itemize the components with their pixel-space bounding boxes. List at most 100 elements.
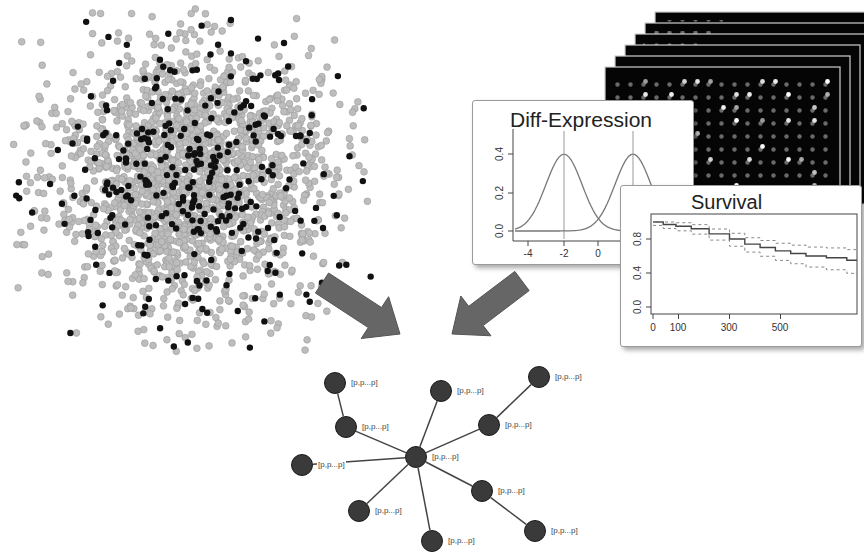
gene-dot: [41, 208, 48, 215]
hit-gene-dot: [166, 120, 172, 126]
gene-dot: [97, 313, 104, 320]
hit-gene-dot: [83, 195, 89, 201]
gene-dot: [104, 73, 111, 80]
hit-gene-dot: [189, 217, 195, 223]
gene-dot: [270, 185, 277, 192]
gene-dot: [115, 29, 122, 36]
gene-dot: [141, 275, 148, 282]
gene-dot: [280, 249, 287, 256]
gene-dot: [111, 96, 118, 103]
gene-dot: [282, 262, 289, 269]
hit-gene-dot: [226, 271, 232, 277]
gene-dot: [164, 314, 171, 321]
gene-dot: [181, 281, 188, 288]
gene-dot: [142, 61, 149, 68]
gene-dot: [63, 269, 70, 276]
gene-dot: [221, 73, 228, 80]
gene-dot: [294, 105, 301, 112]
hit-gene-dot: [160, 190, 166, 196]
gene-dot: [176, 239, 183, 246]
gene-dot: [298, 115, 305, 122]
gene-dot: [65, 278, 72, 285]
hit-gene-dot: [176, 201, 182, 207]
hit-gene-dot: [71, 193, 77, 199]
hit-gene-dot: [245, 178, 251, 184]
hit-gene-dot: [190, 179, 196, 185]
gene-dot: [180, 291, 187, 298]
gene-dot: [114, 281, 121, 288]
gene-dot: [114, 68, 121, 75]
gene-dot: [242, 77, 249, 84]
gene-dot: [295, 122, 302, 129]
hit-gene-dot: [67, 330, 73, 336]
gene-dot: [164, 106, 171, 113]
hit-gene-dot: [149, 100, 155, 106]
gene-dot: [299, 230, 306, 237]
gene-dot: [173, 259, 180, 266]
gene-dot: [75, 218, 82, 225]
hit-gene-dot: [191, 251, 197, 257]
gene-dot: [308, 122, 315, 129]
gene-dot: [133, 123, 140, 130]
gene-dot: [108, 232, 115, 239]
gene-dot: [330, 90, 337, 97]
gene-dot: [139, 188, 146, 195]
gene-dot: [130, 294, 137, 301]
gene-dot: [142, 93, 149, 100]
gene-dot: [174, 266, 181, 273]
gene-dot: [72, 86, 79, 93]
gene-dot: [177, 78, 184, 85]
gene-dot: [345, 186, 352, 193]
gene-dot: [290, 152, 297, 159]
hit-gene-dot: [308, 112, 314, 118]
gene-dot: [308, 314, 315, 321]
gene-dot: [238, 117, 245, 124]
hit-gene-dot: [270, 172, 276, 178]
hit-gene-dot: [59, 201, 65, 207]
gene-dot: [177, 60, 184, 67]
gene-dot: [211, 67, 218, 74]
gene-dot: [165, 76, 172, 83]
gene-dot: [135, 328, 142, 335]
gene-dot: [293, 15, 300, 22]
hit-gene-dot: [145, 214, 151, 220]
gene-dot: [193, 51, 200, 58]
hit-gene-dot: [311, 218, 317, 224]
gene-dot: [286, 195, 293, 202]
gene-dot: [225, 141, 232, 148]
gene-dot: [203, 200, 210, 207]
hit-gene-dot: [247, 344, 253, 350]
hit-gene-dot: [145, 129, 151, 135]
gene-dot: [225, 141, 232, 148]
gene-dot: [286, 233, 293, 240]
hit-gene-dot: [250, 132, 256, 138]
gene-dot: [132, 111, 139, 118]
hit-gene-dot: [300, 160, 306, 166]
hit-gene-dot: [235, 308, 241, 314]
gene-dot: [204, 21, 211, 28]
gene-dot: [334, 167, 341, 174]
gene-dot: [323, 308, 330, 315]
hit-gene-dot: [233, 139, 239, 145]
hit-gene-dot: [275, 70, 281, 76]
hit-gene-dot: [133, 161, 139, 167]
gene-dot: [313, 132, 320, 139]
gene-dot: [282, 77, 289, 84]
hit-gene-dot: [186, 184, 192, 190]
hit-gene-dot: [154, 75, 160, 81]
gene-dot: [247, 159, 254, 166]
gene-dot: [310, 87, 317, 94]
gene-dot: [331, 37, 338, 44]
gene-dot: [137, 146, 144, 153]
gene-dot: [138, 100, 145, 107]
gene-dot: [122, 83, 129, 90]
gene-dot: [183, 107, 190, 114]
gene-dot: [93, 133, 100, 140]
hit-gene-dot: [309, 96, 315, 102]
gene-dot: [145, 285, 152, 292]
gene-dot: [15, 284, 22, 291]
gene-dot: [158, 238, 165, 245]
hit-gene-dot: [106, 270, 112, 276]
hit-gene-dot: [118, 187, 124, 193]
gene-dot: [23, 173, 30, 180]
